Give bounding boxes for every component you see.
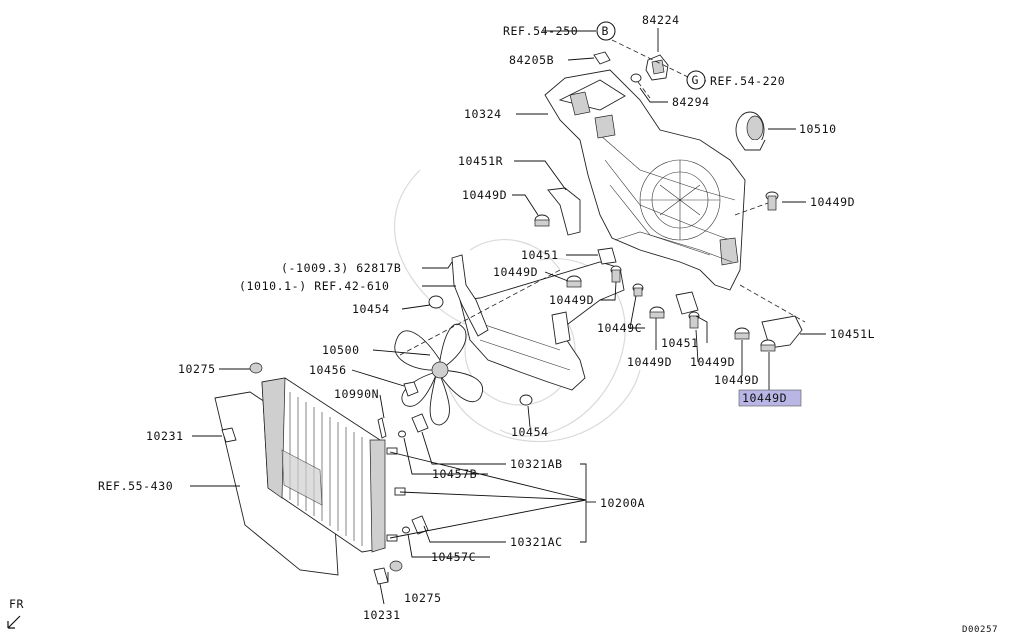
label-10449d-e[interactable]: 10449D (627, 355, 672, 369)
label-10275-a[interactable]: 10275 (178, 362, 216, 376)
leader-lines (190, 28, 826, 605)
label-10449d-d[interactable]: 10449D (549, 293, 594, 307)
nut-10456 (403, 381, 419, 397)
label-ref-54-220[interactable]: REF.54-220 (710, 74, 785, 88)
highlight-box (738, 389, 802, 407)
label-10449d-a[interactable]: 10449D (462, 188, 507, 202)
oring-10457c (402, 526, 410, 534)
label-10990n[interactable]: 10990N (334, 387, 379, 401)
label-10321ac[interactable]: 10321AC (510, 535, 563, 549)
alignment-lines (399, 39, 806, 356)
fan-shroud-10324 (544, 69, 746, 291)
label-10457c[interactable]: 10457C (431, 550, 476, 564)
label-10457b[interactable]: 10457B (432, 467, 477, 481)
front-arrow-icon (7, 615, 21, 629)
label-84224[interactable]: 84224 (642, 13, 680, 27)
label-10451r[interactable]: 10451R (458, 154, 503, 168)
label-ref-55-430[interactable]: REF.55-430 (98, 479, 173, 493)
label-10451l[interactable]: 10451L (830, 327, 875, 341)
sensor-10321ab (411, 413, 429, 433)
bracket-10451r (547, 187, 581, 236)
label-ref-54-250[interactable]: REF.54-250 (503, 24, 578, 38)
label-10449d-c[interactable]: 10449D (493, 265, 538, 279)
grommet-10454 (428, 295, 533, 406)
label-10321ab[interactable]: 10321AB (510, 457, 563, 471)
bolts-10449d (534, 191, 779, 352)
label-10451-b[interactable]: 10451 (661, 336, 699, 350)
sensor-10321ac (411, 515, 429, 535)
label-10454-a[interactable]: 10454 (352, 302, 390, 316)
radiator-10200a (214, 377, 406, 576)
cap-84205b (593, 51, 611, 65)
label-10231-a[interactable]: 10231 (146, 429, 184, 443)
bracket-10451-lower (675, 291, 699, 315)
label-10449d-g[interactable]: 10449D (714, 373, 759, 387)
label-84205b[interactable]: 84205B (509, 53, 554, 67)
label-10454-b[interactable]: 10454 (511, 425, 549, 439)
label-84294[interactable]: 84294 (672, 95, 710, 109)
label-10449d-f[interactable]: 10449D (690, 355, 735, 369)
label-10510[interactable]: 10510 (799, 122, 837, 136)
bracket-62817b (451, 254, 489, 337)
fan-10500 (394, 323, 483, 426)
label-range-2[interactable]: (1010.1-) REF.42-610 (239, 279, 389, 293)
fan-motor-10510 (735, 111, 766, 151)
label-10324[interactable]: 10324 (464, 107, 502, 121)
label-circle-g: G (692, 73, 700, 87)
oring-10457b (398, 430, 406, 438)
label-fr: FR (9, 597, 24, 611)
hose-10990n (377, 417, 387, 439)
label-10449d-highlight[interactable]: 10449D (742, 391, 787, 405)
label-range-1: (-1009.3) 62817B (281, 261, 401, 275)
label-10449d-b[interactable]: 10449D (810, 195, 855, 209)
label-10451-a[interactable]: 10451 (521, 248, 559, 262)
label-10275-b[interactable]: 10275 (404, 591, 442, 605)
label-circle-b: B (602, 24, 610, 38)
cap-10275 (249, 362, 403, 572)
callout-labels: REF.54-250 B 84224 84205B G REF.54-220 8… (98, 13, 875, 622)
circle-g-marker (686, 70, 706, 90)
bracket-10451 (597, 247, 617, 265)
label-10449c[interactable]: 10449C (597, 321, 642, 335)
bolt-10449c (632, 283, 644, 297)
label-10500[interactable]: 10500 (322, 343, 360, 357)
label-10200a[interactable]: 10200A (600, 496, 645, 510)
front-direction-indicator: FR (7, 597, 24, 629)
ring-84294 (630, 73, 642, 83)
label-10456[interactable]: 10456 (309, 363, 347, 377)
circle-b-marker (596, 21, 616, 41)
label-10231-b[interactable]: 10231 (363, 608, 401, 622)
diagram-id: D00257 (962, 625, 998, 635)
connector-84224 (645, 54, 669, 81)
